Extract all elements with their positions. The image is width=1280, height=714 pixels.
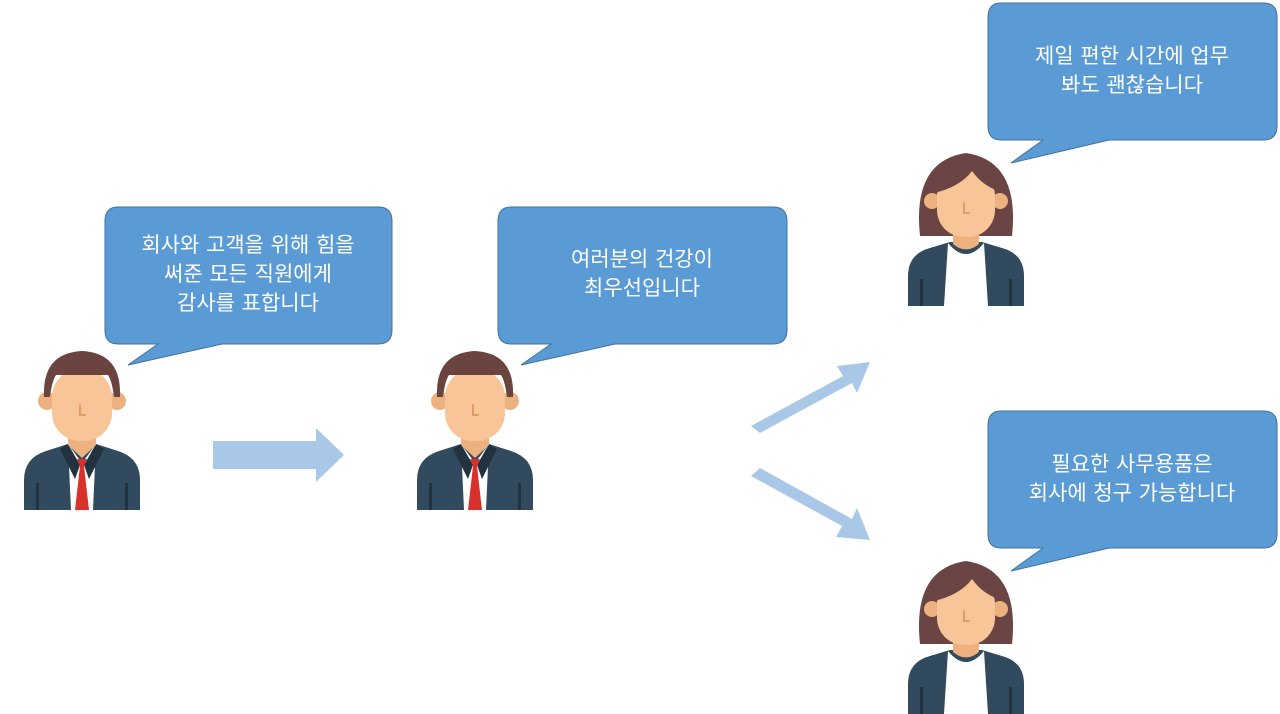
- speech-bubble-employee-top-text: 제일 편한 시간에 업무 봐도 괜찮습니다: [993, 4, 1271, 138]
- male-employee-icon: [415, 345, 535, 510]
- speech-bubble-employee-top: [987, 2, 1278, 164]
- speech-bubble-ceo-text: 회사와 고객을 위해 힘을 써준 모든 직원에게 감사를 표합니다: [110, 210, 386, 338]
- female-employee-icon: [906, 549, 1026, 714]
- female-employee-icon: [906, 141, 1026, 306]
- bubble-manager-line-2: 최우선입니다: [584, 276, 700, 300]
- speech-bubble-manager-text: 여러분의 건강이 최우선입니다: [503, 210, 781, 338]
- arrow-down-right-icon: [751, 468, 870, 540]
- bubble-employee-bottom-line-1: 필요한 사무용품은: [1051, 452, 1213, 476]
- bubble-employee-top-line-2: 봐도 괜찮습니다: [1061, 73, 1203, 97]
- bubble-manager-line-1: 여러분의 건강이: [571, 247, 713, 271]
- speech-bubble-manager: [497, 206, 788, 366]
- bubble-employee-top-line-1: 제일 편한 시간에 업무: [1035, 44, 1229, 68]
- speech-bubble-employee-bottom: [987, 410, 1278, 572]
- speech-bubble-employee-bottom-text: 필요한 사무용품은 회사에 청구 가능합니다: [993, 412, 1271, 546]
- bubble-employee-bottom-line-2: 회사에 청구 가능합니다: [1028, 481, 1236, 505]
- arrow-up-right-icon: [751, 362, 870, 433]
- male-employee-icon: [22, 345, 142, 510]
- bubble-ceo-line-1: 회사와 고객을 위해 힘을: [141, 232, 355, 257]
- bubble-ceo-line-3: 감사를 표합니다: [177, 290, 319, 315]
- bubble-ceo-line-2: 써준 모든 직원에게: [164, 261, 332, 286]
- speech-bubble-ceo: [104, 206, 393, 366]
- arrow-right-icon: [213, 428, 344, 482]
